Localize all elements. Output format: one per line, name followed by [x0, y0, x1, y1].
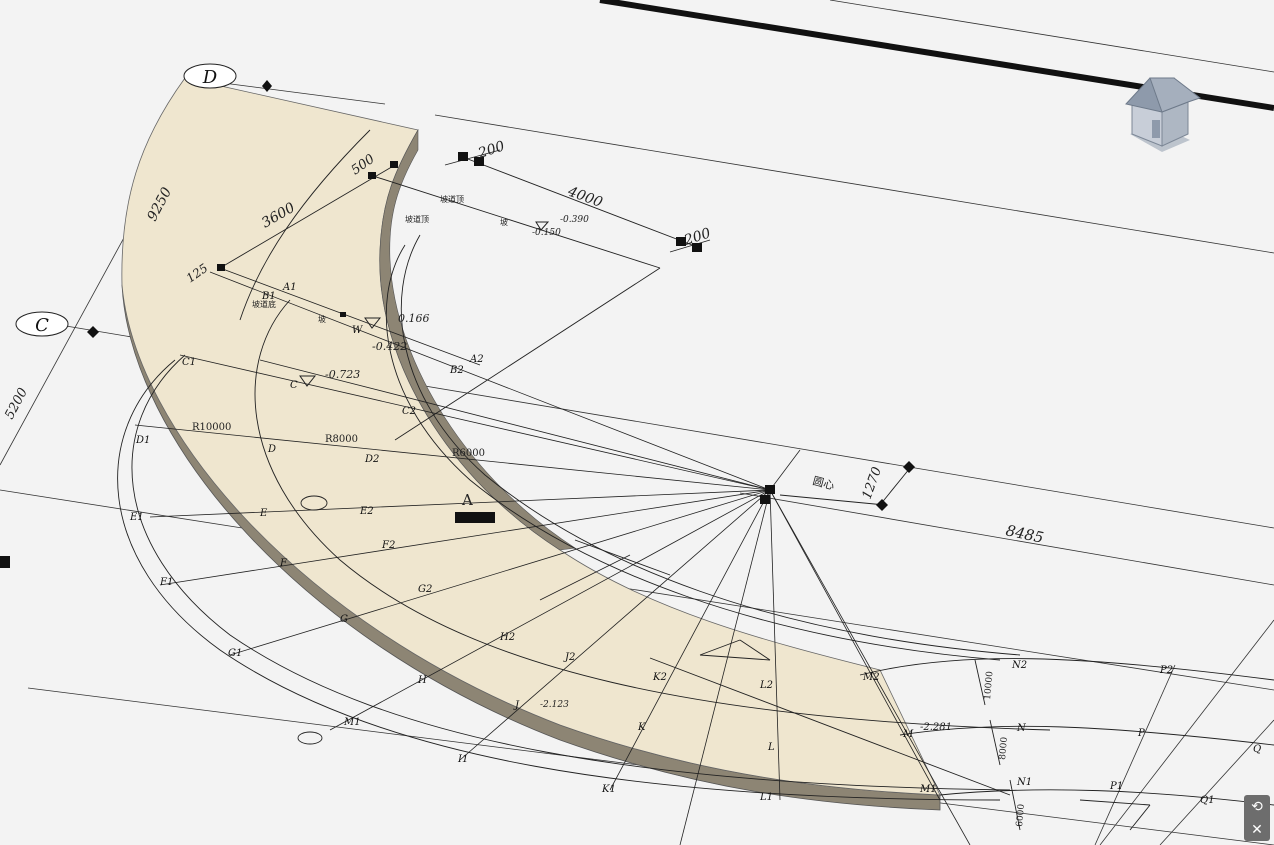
- point-l: L: [767, 742, 775, 753]
- point-g1: G1: [228, 648, 242, 659]
- point-l2: L2: [759, 680, 773, 691]
- point-p: P: [1137, 728, 1145, 739]
- point-e2: E2: [359, 506, 374, 517]
- point-j: J: [513, 700, 520, 711]
- view-cube[interactable]: [1122, 74, 1204, 156]
- radius-labels: R10000 R8000 R6000 10000 8000 6000: [192, 422, 1027, 827]
- ramp-slab[interactable]: [121, 77, 941, 811]
- reset-icon: ⟲: [1251, 798, 1263, 815]
- point-labels: A1 B1 A2 B2 C1 C C2 D1 D D2 E1 E E2 F1 F…: [129, 282, 1261, 806]
- radius-10000b: 10000: [983, 671, 995, 701]
- point-m2: M2: [862, 672, 880, 683]
- svg-text:D: D: [202, 67, 218, 88]
- elev-0150: -0.150: [532, 228, 561, 238]
- elev-0422: -0.422: [372, 340, 407, 353]
- point-m: M: [902, 729, 914, 740]
- point-f2: F2: [381, 540, 395, 551]
- dim-4000: 4000: [565, 183, 605, 211]
- point-q1: Q1: [1200, 795, 1215, 806]
- point-f1: F1: [159, 577, 173, 588]
- point-d1: D1: [135, 435, 150, 446]
- point-m1: M1: [343, 717, 361, 728]
- point-c: C: [290, 380, 298, 391]
- point-k2: K2: [652, 672, 667, 683]
- point-j2: J2: [563, 652, 575, 663]
- point-m1b: M1: [919, 784, 937, 795]
- close-view-button[interactable]: ✕: [1247, 820, 1267, 840]
- note-ramp-top-1: 坡道顶: [440, 194, 464, 204]
- point-p2: P2: [1159, 665, 1173, 676]
- point-n: N: [1016, 723, 1027, 734]
- point-h: H: [417, 675, 427, 686]
- svg-text:C: C: [35, 315, 49, 336]
- close-icon: ✕: [1251, 821, 1263, 838]
- point-k: K: [637, 722, 646, 733]
- point-n1: N1: [1016, 777, 1032, 788]
- point-e1: E1: [129, 512, 144, 523]
- note-ramp-top-2: 坡道顶: [405, 214, 429, 224]
- radius-r8000: R8000: [325, 434, 358, 445]
- point-w: W: [352, 325, 363, 336]
- dimension-markers: [0, 80, 915, 568]
- point-a1: A1: [282, 282, 297, 293]
- point-b2: B2: [449, 365, 464, 376]
- elevation-labels: 0.166 -0.422 -0.723 -0.390 -0.150 -2.281…: [299, 215, 952, 733]
- axis-bubble-c[interactable]: C: [15, 311, 69, 337]
- point-q: Q: [1253, 744, 1261, 755]
- elev-2281: -2.281: [920, 722, 952, 733]
- marker-circles: [297, 495, 328, 745]
- point-e: E: [259, 508, 268, 519]
- misc-labels: 圆心 A 坡道顶 坡道顶 坡道底 坡 坡: [252, 194, 836, 509]
- radius-6000b: 6000: [1015, 803, 1027, 827]
- point-b1: B1: [261, 291, 276, 302]
- center-label: 圆心: [811, 474, 836, 492]
- radius-8000b: 8000: [998, 736, 1010, 760]
- point-h2: H2: [499, 632, 515, 643]
- axis-bubble-d[interactable]: D: [183, 63, 237, 89]
- point-d2: D2: [364, 454, 379, 465]
- point-g: G: [340, 614, 348, 625]
- house-icon: [1125, 77, 1202, 152]
- elev-2123: -2.123: [540, 700, 569, 710]
- point-d: D: [267, 444, 276, 455]
- section-mark: A: [461, 491, 473, 509]
- elev-0166: 0.166: [398, 312, 430, 325]
- point-l1: L1: [759, 792, 773, 803]
- dim-1270: 1270: [860, 465, 885, 501]
- point-g2: G2: [418, 584, 432, 595]
- note-ramp-bottom: 坡道底: [252, 299, 276, 309]
- note-slope-2: 坡: [318, 314, 326, 324]
- point-n2: N2: [1011, 660, 1027, 671]
- point-c1: C1: [182, 357, 196, 368]
- point-c2: C2: [402, 406, 416, 417]
- radius-r6000: R6000: [452, 448, 485, 459]
- dim-200-top: 200: [475, 138, 506, 162]
- note-slope-1: 坡: [500, 217, 508, 227]
- elev-0723: -0.723: [325, 368, 360, 381]
- dimension-lines: [219, 149, 1151, 831]
- point-k1: K1: [601, 784, 616, 795]
- viewport-controls: ⟲ ✕: [1244, 795, 1270, 841]
- reset-view-button[interactable]: ⟲: [1247, 797, 1267, 817]
- point-a2: A2: [469, 354, 484, 365]
- dim-200-right: 200: [681, 225, 712, 249]
- point-f: F: [279, 558, 288, 569]
- dim-8485: 8485: [1004, 521, 1045, 547]
- radius-r10000: R10000: [192, 422, 231, 433]
- point-i1: I1: [457, 754, 468, 765]
- elev-0390: -0.390: [560, 215, 589, 225]
- radial-lines: [134, 271, 971, 845]
- point-p1: P1: [1109, 781, 1123, 792]
